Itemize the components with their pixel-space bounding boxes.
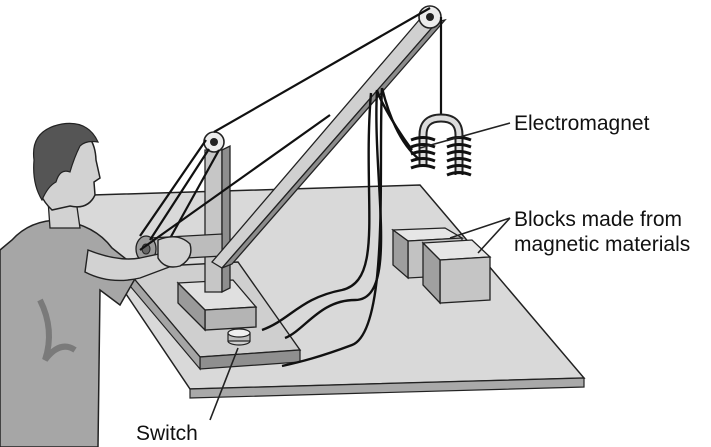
table-front-edge <box>189 377 585 399</box>
label-electromagnet: Electromagnet <box>514 112 650 135</box>
switch <box>227 328 251 346</box>
electromagnet-callout <box>419 122 511 149</box>
switch-callout <box>209 347 239 421</box>
electromagnet <box>410 113 472 177</box>
label-blocks-line1: Blocks made from <box>514 208 682 231</box>
torso <box>0 219 141 447</box>
hand <box>157 236 192 268</box>
post-pulley <box>203 131 225 153</box>
blocks-callout-1 <box>449 217 511 239</box>
strings <box>139 7 443 251</box>
top-pulley <box>418 5 442 29</box>
person <box>0 122 192 447</box>
hair <box>32 122 100 202</box>
blocks-callout-2 <box>477 217 511 254</box>
callouts <box>209 122 511 421</box>
left-coil <box>410 136 436 170</box>
label-blocks-line2: magnetic materials <box>514 233 690 256</box>
magnetic-block-front <box>421 239 492 305</box>
wires <box>261 87 421 368</box>
label-switch: Switch <box>136 422 198 445</box>
